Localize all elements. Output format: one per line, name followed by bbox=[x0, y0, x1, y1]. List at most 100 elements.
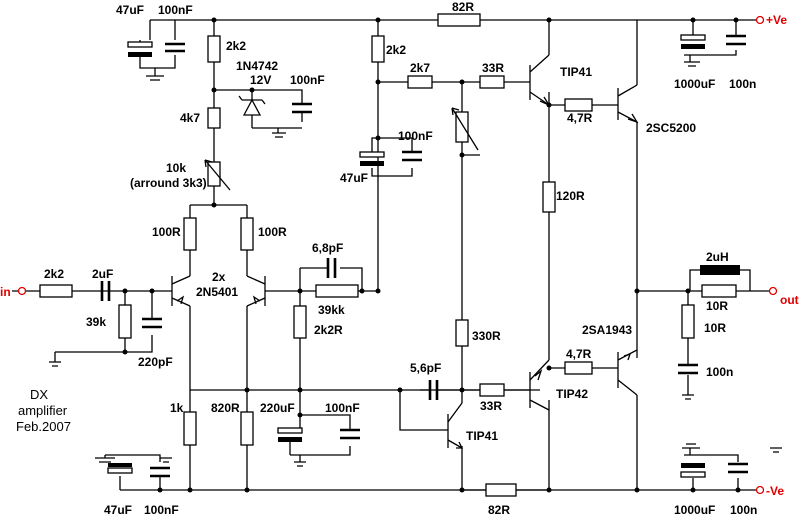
resistor-100r-left bbox=[183, 217, 197, 251]
electrolytic-1000uf-top bbox=[680, 34, 706, 41]
label-r-33r-top: 33R bbox=[482, 61, 504, 75]
label-c-top-right-100n: 100n bbox=[729, 77, 756, 91]
resistors bbox=[39, 13, 737, 497]
resistor-120r bbox=[542, 181, 556, 213]
label-l-2uh: 2uH bbox=[706, 250, 729, 264]
note-line-2: amplifier bbox=[18, 403, 68, 418]
resistor-2k2-input bbox=[39, 284, 73, 298]
capacitor-100n-top-right bbox=[726, 34, 746, 46]
label-r-120r: 120R bbox=[556, 189, 585, 203]
electrolytic-1000uf-bot bbox=[680, 471, 706, 478]
label-r-4k7: 4k7 bbox=[180, 111, 200, 125]
label-r-100r-left: 100R bbox=[152, 225, 181, 239]
resistor-4k7 bbox=[207, 107, 221, 129]
label-zener-part: 1N4742 bbox=[236, 59, 278, 73]
terminal-positive bbox=[755, 15, 765, 25]
label-r-10r-b: 10R bbox=[704, 321, 726, 335]
wires bbox=[12, 19, 782, 491]
electrolytic-220uf bbox=[277, 427, 303, 434]
resistor-82r-top bbox=[437, 13, 481, 27]
capacitor-100nf-zener bbox=[292, 102, 312, 114]
label-q-diff-part: 2N5401 bbox=[196, 285, 238, 299]
capacitor-220pf bbox=[142, 317, 162, 329]
transistor-2n5401-left bbox=[171, 275, 191, 307]
label-c-bot-right-100n: 100n bbox=[730, 503, 757, 517]
resistor-4r7-bot bbox=[564, 361, 593, 375]
label-r-82r-top: 82R bbox=[452, 0, 474, 14]
capacitor-100nf-mid bbox=[340, 428, 360, 440]
capacitor-6p8 bbox=[326, 258, 337, 278]
label-c-100n-zobel: 100n bbox=[706, 365, 733, 379]
label-c-5p6: 5,6pF bbox=[410, 361, 441, 375]
label-pot-10k: 10k bbox=[166, 161, 186, 175]
resistor-330r bbox=[455, 319, 469, 347]
transistor-2n5401-right bbox=[246, 275, 266, 307]
label-q-tip41-top: TIP41 bbox=[560, 65, 592, 79]
resistor-39k bbox=[118, 304, 132, 339]
label-zener-voltage: 12V bbox=[250, 73, 271, 87]
label-c-top-left-47u: 47uF bbox=[116, 3, 144, 17]
label-q-2sa1943: 2SA1943 bbox=[582, 323, 632, 337]
label-q-2sc5200: 2SC5200 bbox=[646, 121, 696, 135]
label-q-diff-count: 2x bbox=[212, 270, 226, 284]
resistor-1k bbox=[183, 411, 197, 446]
capacitor-100nf-vas bbox=[402, 150, 422, 162]
capacitor-2uf bbox=[100, 281, 111, 301]
label-r-33r-bot: 33R bbox=[480, 399, 502, 413]
capacitor-100nf-top bbox=[165, 42, 185, 53]
terminal-negative bbox=[755, 485, 765, 495]
resistor-820r bbox=[240, 411, 254, 446]
label-r-100r-right: 100R bbox=[258, 225, 287, 239]
resistor-4r7-top bbox=[564, 98, 593, 112]
note-line-1: DX bbox=[30, 387, 48, 402]
capacitor-5p6 bbox=[428, 380, 439, 400]
label-negative-rail: -Ve bbox=[766, 484, 784, 498]
label-c-bot-left-100n: 100nF bbox=[144, 503, 179, 517]
transistor-2sc5200 bbox=[617, 84, 639, 124]
label-r-2k7: 2k7 bbox=[410, 61, 430, 75]
resistor-10r-b bbox=[681, 304, 695, 339]
zener-diode-1n4742 bbox=[238, 95, 266, 116]
label-q-tip42: TIP42 bbox=[556, 387, 588, 401]
label-r-82r-bot: 82R bbox=[488, 503, 510, 517]
resistor-82r-bot bbox=[485, 483, 517, 497]
terminal-output bbox=[768, 286, 778, 296]
label-r-2k2-vas: 2k2 bbox=[386, 43, 406, 57]
transistor-tip41-bot bbox=[447, 402, 464, 449]
transistors bbox=[171, 54, 639, 449]
label-c-47uf-vas: 47uF bbox=[340, 171, 368, 185]
label-c-220u: 220uF bbox=[260, 401, 295, 415]
label-input: in bbox=[0, 285, 11, 299]
label-r-4r7-bot: 4,7R bbox=[566, 347, 592, 361]
label-c-top-left-100n: 100nF bbox=[158, 3, 193, 17]
note-line-3: Feb.2007 bbox=[16, 419, 71, 434]
resistor-10r-a bbox=[701, 284, 737, 298]
terminal-input bbox=[17, 286, 27, 296]
label-r-1k: 1k bbox=[170, 401, 184, 415]
resistor-2k2-top bbox=[207, 35, 221, 63]
label-output: out bbox=[780, 293, 799, 307]
resistor-33r-top bbox=[479, 75, 505, 89]
label-c-100n-mid: 100nF bbox=[325, 401, 360, 415]
label-c-top-right-1000u: 1000uF bbox=[674, 77, 715, 91]
resistor-39kk bbox=[315, 284, 359, 298]
label-r-39k: 39k bbox=[86, 315, 106, 329]
capacitor-100n-bot-right bbox=[728, 462, 748, 474]
label-r-330r: 330R bbox=[472, 329, 501, 343]
label-r-top-2k2: 2k2 bbox=[226, 39, 246, 53]
electrolytic-47uf-vas bbox=[359, 151, 385, 158]
inductor-2uh bbox=[700, 265, 740, 275]
label-c-bot-left-47u: 47uF bbox=[104, 503, 132, 517]
label-q-tip41-bot: TIP41 bbox=[466, 429, 498, 443]
label-r-39kk: 39kk bbox=[318, 303, 345, 317]
label-c-in-2u: 2uF bbox=[92, 267, 113, 281]
resistor-2k2-vas bbox=[371, 35, 385, 63]
transistor-tip41-top bbox=[529, 54, 551, 107]
label-r-820r: 820R bbox=[211, 401, 240, 415]
junction-dots bbox=[122, 17, 741, 493]
resistor-2k2r bbox=[293, 305, 307, 339]
label-r-4r7-top: 4,7R bbox=[567, 111, 593, 125]
transistor-tip42 bbox=[529, 359, 550, 411]
